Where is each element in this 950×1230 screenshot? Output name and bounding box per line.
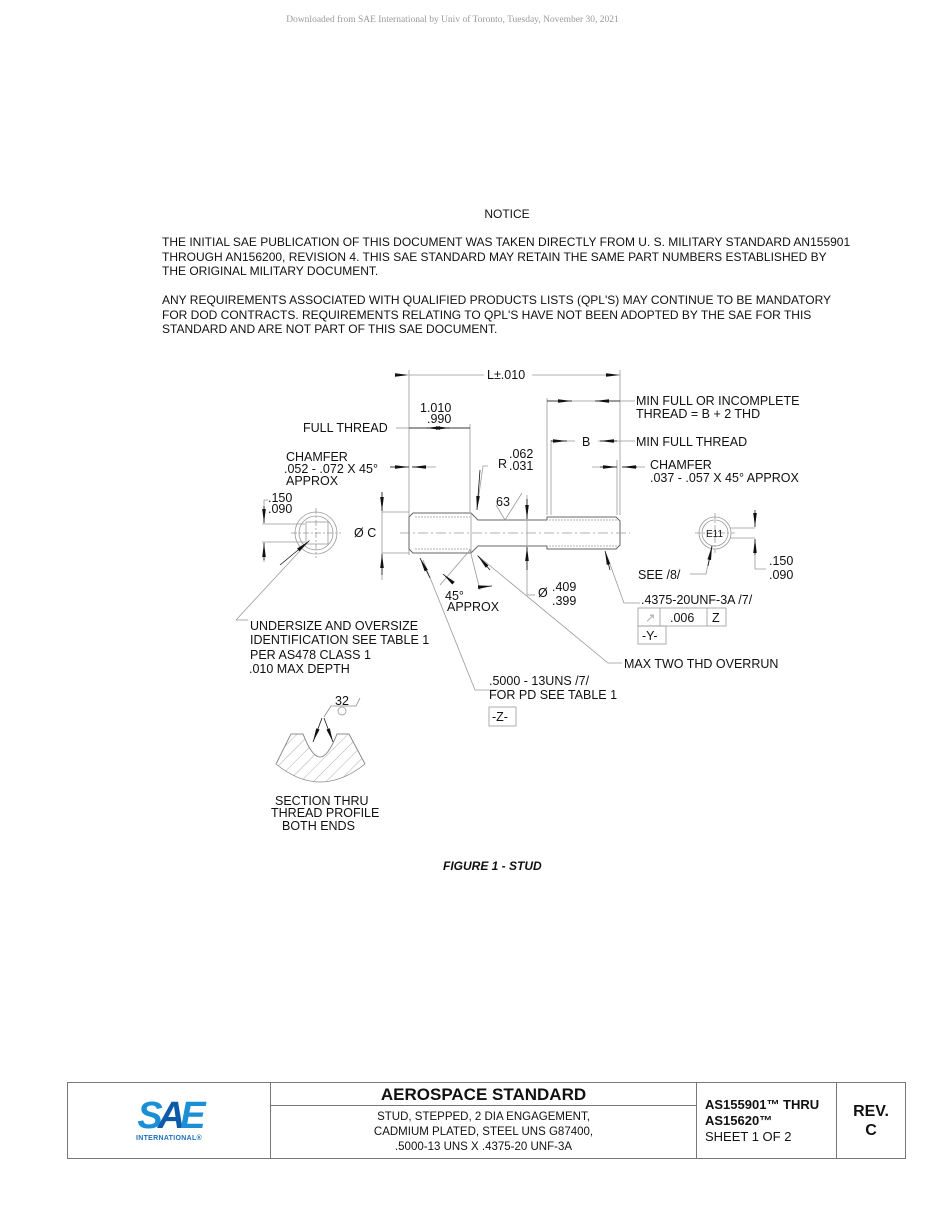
radius-prefix: R [498, 457, 507, 471]
right-end-max: .150 [769, 554, 793, 568]
runout-symbol-icon: ↗ [645, 611, 655, 625]
b-dimension: B [582, 435, 590, 449]
revision-cell: REV. C [837, 1083, 905, 1158]
doc-number-2: AS15620™ [705, 1113, 773, 1128]
pd-note: FOR PD SEE TABLE 1 [489, 688, 617, 702]
doc-number-1: AS155901™ THRU [705, 1097, 820, 1112]
sae-logo-mark: SAE [137, 1095, 205, 1137]
figure-caption: FIGURE 1 - STUD [443, 859, 542, 873]
chamfer-left-line-2: .052 - .072 X 45° [284, 462, 378, 476]
min-full-incomplete-line-2: THREAD = B + 2 THD [636, 407, 760, 421]
angle-approx: APPROX [447, 600, 500, 614]
finish-32: 32 [335, 694, 349, 708]
section-label-1: SECTION THRU [275, 794, 369, 808]
min-full-thread-label: MIN FULL THREAD [636, 435, 747, 449]
finish-63: 63 [496, 495, 510, 509]
fcf-tolerance: .006 [670, 611, 694, 625]
min-full-incomplete-line-1: MIN FULL OR INCOMPLETE [636, 394, 799, 408]
undersize-line-4: .010 MAX DEPTH [249, 662, 350, 676]
undersize-line-1: UNDERSIZE AND OVERSIZE [250, 619, 418, 633]
download-watermark: Downloaded from SAE International by Uni… [286, 15, 619, 25]
right-end-min: .090 [769, 568, 793, 582]
angle-label: 45° [445, 589, 464, 603]
dia-prefix: Ø [538, 586, 548, 600]
end-mark-e11: E11 [706, 529, 723, 540]
document-number-cell: AS155901™ THRU AS15620™ SHEET 1 OF 2 [697, 1083, 837, 1158]
notice-title: NOTICE [484, 207, 530, 221]
section-label-3: BOTH ENDS [282, 819, 355, 833]
dia-min: .399 [552, 594, 576, 608]
radius-max: .062 [509, 447, 533, 461]
undersize-line-3: PER AS478 CLASS 1 [250, 648, 371, 662]
part-description: STUD, STEPPED, 2 DIA ENGAGEMENT, CADMIUM… [373, 1111, 594, 1153]
standard-heading: AEROSPACE STANDARD [271, 1083, 696, 1106]
revision-label: REV. [853, 1103, 889, 1120]
chamfer-left-line-1: CHAMFER [286, 450, 348, 464]
radius-min: .031 [509, 459, 533, 473]
title-block: SAE INTERNATIONAL® AEROSPACE STANDARD ST… [67, 1082, 906, 1159]
full-thread-label: FULL THREAD [303, 421, 388, 435]
large-thread-spec: .5000 - 13UNS /7/ [489, 674, 590, 688]
datum-z: -Z- [492, 710, 508, 724]
notice-paragraph-1: THE INITIAL SAE PUBLICATION OF THIS DOCU… [162, 235, 851, 278]
dia-c-label: Ø C [354, 526, 376, 540]
chamfer-left-line-3: APPROX [286, 474, 339, 488]
sae-logo: SAE INTERNATIONAL® [68, 1083, 271, 1158]
chamfer-right-line-2: .037 - .057 X 45° APPROX [650, 471, 799, 485]
undersize-line-2: IDENTIFICATION SEE TABLE 1 [250, 633, 429, 647]
stud-drawing: L±.010 1.010 .990 FULL THREAD MIN FULL O… [235, 368, 799, 833]
revision-value: C [865, 1122, 877, 1139]
section-label-2: THREAD PROFILE [271, 806, 379, 820]
datum-y: -Y- [642, 629, 658, 643]
sae-logo-subtitle: INTERNATIONAL® [135, 1135, 202, 1142]
thread-overrun-label: MAX TWO THD OVERRUN [624, 657, 778, 671]
chamfer-right-line-1: CHAMFER [650, 458, 712, 472]
overall-length-dim: L±.010 [487, 368, 525, 382]
fcf-datum: Z [712, 611, 720, 625]
left-end-min: .090 [268, 502, 292, 516]
sheet-number: SHEET 1 OF 2 [705, 1129, 792, 1144]
title-cell: AEROSPACE STANDARD STUD, STEPPED, 2 DIA … [271, 1083, 697, 1158]
notice-paragraph-2: ANY REQUIREMENTS ASSOCIATED WITH QUALIFI… [162, 293, 831, 336]
full-thread-min: .990 [427, 412, 451, 426]
see-note-8: SEE /8/ [638, 568, 681, 582]
dia-max: .409 [552, 580, 576, 594]
left-end-max: .150 [268, 491, 292, 505]
small-thread-spec: .4375-20UNF-3A /7/ [641, 593, 753, 607]
full-thread-max: 1.010 [420, 401, 451, 415]
